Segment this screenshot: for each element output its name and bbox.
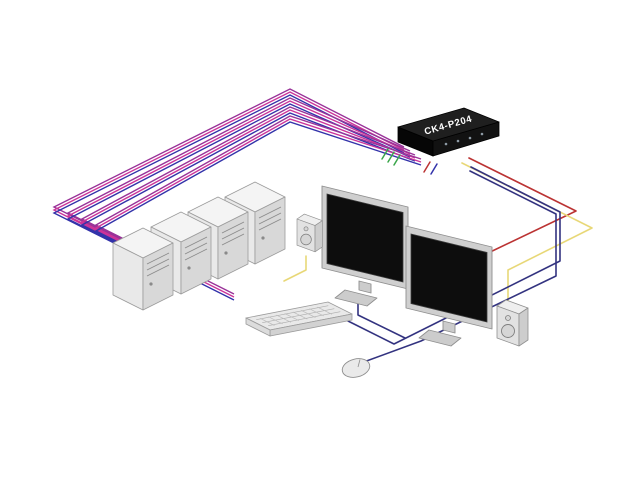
port-lead-green bbox=[387, 151, 395, 163]
speaker-1 bbox=[296, 213, 323, 253]
port-lead-red bbox=[423, 161, 431, 173]
mouse-button-divider bbox=[357, 359, 361, 368]
port-lead-blue bbox=[430, 163, 438, 175]
switch-top-face bbox=[397, 107, 500, 142]
port-lead-green bbox=[381, 148, 389, 160]
switch-port bbox=[480, 132, 484, 136]
keyboard-cable bbox=[347, 166, 561, 345]
switch-port bbox=[444, 142, 448, 146]
monitor2-video-cable bbox=[468, 157, 577, 255]
speaker1-audio-cable bbox=[283, 255, 307, 282]
mouse-cable bbox=[360, 170, 557, 364]
keyboard bbox=[245, 301, 353, 337]
mouse-body bbox=[341, 358, 371, 378]
computer-tower-1 bbox=[112, 227, 174, 311]
speaker-2 bbox=[496, 299, 529, 347]
monitor-2 bbox=[405, 225, 493, 347]
switch-port bbox=[456, 139, 460, 143]
switch-port-leads bbox=[381, 148, 438, 175]
keyboard-left-edge bbox=[245, 317, 271, 337]
monitor-1 bbox=[321, 185, 409, 307]
switch-port bbox=[468, 136, 472, 140]
port-lead-green bbox=[393, 154, 401, 166]
kvm-switch: CK4-P204 bbox=[397, 107, 500, 157]
mouse bbox=[341, 358, 371, 378]
